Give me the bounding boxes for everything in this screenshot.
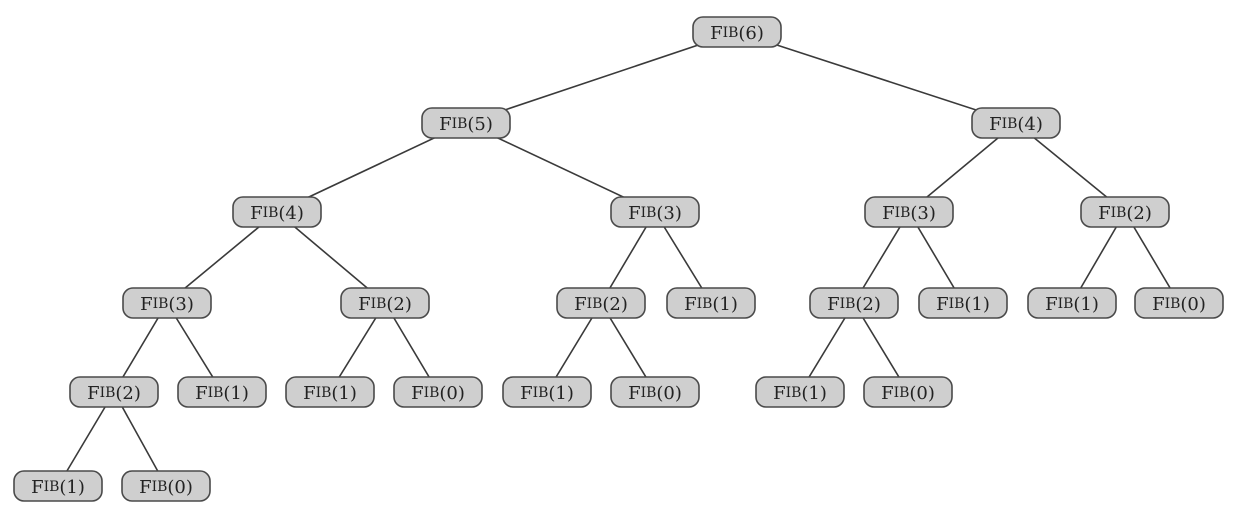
node-label: FIB(0) [1152,294,1206,315]
tree-node: FIB(1) [918,287,1008,319]
node-label: FIB(4) [250,203,304,224]
node-box [666,287,756,319]
tree-node: FIB(1) [13,470,103,502]
node-label: FIB(2) [574,294,628,315]
node-label: FIB(1) [195,383,249,404]
tree-node: FIB(4) [232,196,322,228]
tree-node: FIB(2) [809,287,899,319]
node-label: FIB(3) [882,203,936,224]
node-label: FIB(3) [628,203,682,224]
tree-node: FIB(1) [285,376,375,408]
tree-node: FIB(2) [556,287,646,319]
tree-node: FIB(0) [1134,287,1224,319]
node-label: FIB(2) [827,294,881,315]
tree-node: FIB(0) [121,470,211,502]
node-box [177,376,267,408]
node-box [755,376,845,408]
node-box [122,287,212,319]
node-box [1027,287,1117,319]
edges-layer [57,31,1180,487]
tree-node: FIB(3) [610,196,700,228]
tree-node: FIB(3) [864,196,954,228]
tree-node: FIB(5) [421,107,511,139]
tree-edge [465,31,738,124]
node-box [610,196,700,228]
node-label: FIB(4) [989,114,1043,135]
node-box [1080,196,1170,228]
tree-node: FIB(0) [393,376,483,408]
node-box [863,376,953,408]
node-box [285,376,375,408]
node-box [121,470,211,502]
node-label: FIB(0) [139,477,193,498]
node-box [864,196,954,228]
tree-node: FIB(0) [863,376,953,408]
node-label: FIB(2) [87,383,141,404]
node-box [809,287,899,319]
tree-node: FIB(1) [755,376,845,408]
node-label: FIB(1) [31,477,85,498]
node-box [918,287,1008,319]
tree-node: FIB(2) [340,287,430,319]
tree-node: FIB(1) [1027,287,1117,319]
node-box [69,376,159,408]
tree-node: FIB(3) [122,287,212,319]
node-label: FIB(0) [881,383,935,404]
tree-node: FIB(1) [502,376,592,408]
node-label: FIB(3) [140,294,194,315]
node-label: FIB(1) [936,294,990,315]
node-label: FIB(5) [439,114,493,135]
node-box [502,376,592,408]
node-box [971,107,1061,139]
node-label: FIB(1) [520,383,574,404]
node-label: FIB(2) [358,294,412,315]
node-label: FIB(6) [710,23,764,44]
node-box [556,287,646,319]
node-box [340,287,430,319]
tree-node: FIB(2) [69,376,159,408]
node-box [232,196,322,228]
node-box [421,107,511,139]
tree-node: FIB(4) [971,107,1061,139]
node-label: FIB(0) [411,383,465,404]
node-label: FIB(0) [628,383,682,404]
tree-edge [736,31,1017,124]
node-box [1134,287,1224,319]
tree-node: FIB(6) [692,16,782,48]
node-label: FIB(1) [684,294,738,315]
node-label: FIB(1) [1045,294,1099,315]
nodes-layer: FIB(6) FIB(5) FIB(4) FIB(4) FIB(3) FIB(3) FIB(… [13,16,1224,502]
node-label: FIB(2) [1098,203,1152,224]
node-box [692,16,782,48]
node-box [13,470,103,502]
tree-node: FIB(0) [610,376,700,408]
node-box [393,376,483,408]
tree-node: FIB(1) [177,376,267,408]
node-label: FIB(1) [303,383,357,404]
tree-node: FIB(1) [666,287,756,319]
node-label: FIB(1) [773,383,827,404]
tree-node: FIB(2) [1080,196,1170,228]
node-box [610,376,700,408]
